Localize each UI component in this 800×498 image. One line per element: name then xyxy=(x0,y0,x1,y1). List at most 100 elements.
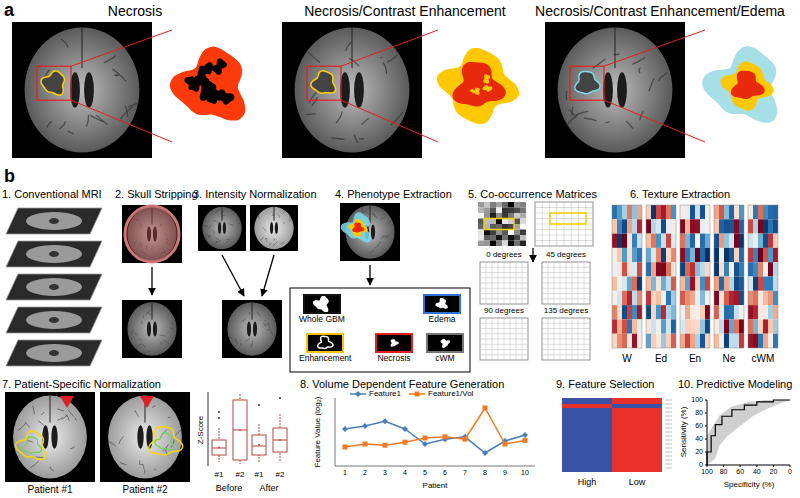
region-mask xyxy=(423,294,461,314)
texture-heatmaps xyxy=(705,319,710,333)
texture-heatmaps xyxy=(753,205,758,219)
mri-slice-stack xyxy=(6,241,102,267)
patient-normalization xyxy=(108,441,116,446)
tick-label: 100 xyxy=(691,396,703,404)
patient-normalization xyxy=(30,461,39,468)
step-title: 9. Feature Selection xyxy=(556,378,654,391)
feature-selection-heatmap xyxy=(665,456,672,457)
tumor-phenotype-panel xyxy=(121,107,134,120)
texture-heatmaps xyxy=(671,234,676,248)
feature-line-chart xyxy=(402,426,408,432)
texture-heatmaps xyxy=(627,262,632,276)
co-occurrence-matrices xyxy=(478,202,593,360)
co-occurrence-matrices xyxy=(508,202,514,208)
feature-line-chart xyxy=(383,443,388,448)
texture-heatmaps xyxy=(656,277,661,291)
intensity-normalization-images xyxy=(267,329,268,330)
feature-selection-heatmap xyxy=(562,398,612,472)
texture-heatmaps xyxy=(651,205,656,219)
tumor-phenotype-panel xyxy=(311,71,336,93)
texture-heatmaps xyxy=(627,277,632,291)
texture-heatmaps xyxy=(661,319,666,333)
texture-heatmaps xyxy=(627,219,632,233)
co-occurrence-matrices xyxy=(480,288,528,289)
texture-heatmaps xyxy=(617,262,622,276)
intensity-normalization-images xyxy=(209,225,212,229)
texture-heatmaps xyxy=(666,334,671,348)
skull-stripping-images xyxy=(142,321,143,324)
texture-heatmaps xyxy=(646,205,651,219)
texture-heatmaps xyxy=(622,334,627,348)
texture-heatmaps xyxy=(758,262,763,276)
skull-stripping-images xyxy=(171,323,173,325)
texture-heatmaps xyxy=(714,234,719,248)
patient-normalization xyxy=(154,469,156,470)
co-occurrence-matrices xyxy=(516,262,517,304)
feature-selection-heatmap xyxy=(665,444,672,445)
texture-heatmaps xyxy=(773,205,778,219)
tumor-phenotype-panel xyxy=(47,122,52,128)
intensity-normalization-images xyxy=(247,321,251,336)
texture-heatmaps xyxy=(719,234,724,248)
co-occurrence-matrices xyxy=(508,219,514,225)
texture-heatmaps xyxy=(758,234,763,248)
phenotype-image xyxy=(371,224,375,239)
patient-normalization xyxy=(218,447,220,449)
intensity-normalization-images xyxy=(283,222,285,224)
texture-heatmaps xyxy=(773,219,778,233)
co-occurrence-matrices xyxy=(502,235,508,241)
intensity-normalization-images xyxy=(265,324,266,326)
texture-heatmaps xyxy=(671,334,676,348)
region-mask xyxy=(375,333,413,353)
skull-stripping-images xyxy=(147,313,151,316)
texture-heatmaps xyxy=(671,291,676,305)
texture-heatmaps xyxy=(739,205,744,219)
texture-heatmaps xyxy=(632,305,637,319)
feature-line-chart xyxy=(335,466,535,467)
texture-heatmaps xyxy=(705,277,710,291)
tumor-phenotype-panel xyxy=(125,106,127,117)
texture-heatmaps xyxy=(734,248,739,262)
co-occurrence-matrices xyxy=(484,208,490,214)
texture-heatmaps xyxy=(748,234,753,248)
skull-stripping-images xyxy=(134,333,137,335)
texture-heatmaps xyxy=(612,234,617,248)
texture-heatmaps xyxy=(729,205,734,219)
texture-heatmaps xyxy=(758,305,763,319)
texture-heatmaps xyxy=(773,319,778,333)
intensity-normalization-images xyxy=(216,238,219,239)
tick-label: 100 xyxy=(701,468,713,476)
tick-label: 2 xyxy=(363,469,367,477)
texture-heatmaps xyxy=(666,234,671,248)
intensity-normalization-images xyxy=(277,214,279,218)
texture-heatmaps xyxy=(685,262,690,276)
co-occurrence-matrices xyxy=(478,213,484,219)
texture-heatmaps xyxy=(700,234,705,248)
skull-stripping-images xyxy=(131,330,134,335)
skull-stripping-images xyxy=(160,342,162,345)
skull-stripping-images xyxy=(146,309,151,314)
tumor-phenotype-panel xyxy=(584,118,597,121)
texture-heatmaps xyxy=(690,305,695,319)
chart-legend: Feature1Feature1/Vol xyxy=(350,389,473,398)
texture-heatmaps xyxy=(753,334,758,348)
feature-selection-heatmap xyxy=(612,398,662,472)
texture-heatmaps xyxy=(705,219,710,233)
texture-heatmaps xyxy=(724,262,729,276)
texture-heatmaps xyxy=(700,334,705,348)
texture-heatmaps xyxy=(656,219,661,233)
tumor-phenotype-panel xyxy=(346,42,352,51)
texture-heatmaps xyxy=(612,291,617,305)
texture-heatmaps xyxy=(632,277,637,291)
texture-heatmaps xyxy=(617,219,622,233)
phenotype-image xyxy=(364,211,369,215)
skull-stripping-images xyxy=(147,351,150,353)
texture-heatmaps xyxy=(680,291,685,305)
texture-heatmaps xyxy=(700,219,705,233)
feature-line-chart xyxy=(422,441,428,447)
texture-heatmaps xyxy=(646,219,651,233)
texture-heatmaps xyxy=(719,248,724,262)
intensity-normalization-images xyxy=(228,337,231,338)
intensity-normalization-images xyxy=(222,255,244,296)
region-mask xyxy=(305,296,339,312)
